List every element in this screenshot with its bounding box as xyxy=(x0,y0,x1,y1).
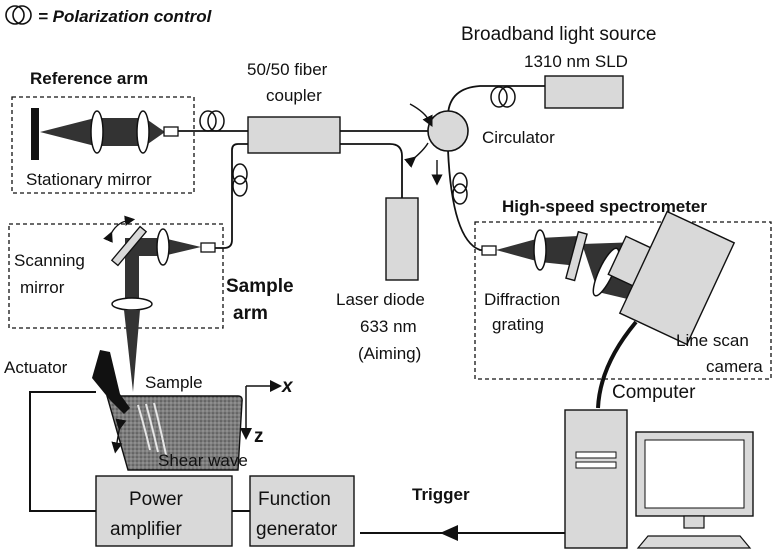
pc-spectrometer-icon xyxy=(452,172,468,205)
function-gen-label-line2: generator xyxy=(256,519,338,540)
grating-label-line2: grating xyxy=(492,315,544,334)
function-gen-label-line1: Function xyxy=(258,489,331,510)
spectrometer-beam-2 xyxy=(540,236,578,266)
trigger-label: Trigger xyxy=(412,485,470,504)
fiber-spectrometer xyxy=(447,149,483,251)
circulator-arrow-out xyxy=(404,142,429,168)
x-axis-label: x xyxy=(281,376,294,397)
sample-beam-1 xyxy=(163,238,201,256)
spectrometer-beam-1 xyxy=(496,238,540,262)
sample-collimator xyxy=(200,242,216,253)
spectrometer-collimator xyxy=(481,245,497,256)
computer-tower xyxy=(564,409,628,549)
sample-arm-box xyxy=(8,223,224,329)
reference-collimator xyxy=(163,126,179,137)
amplifier-label-line1: Power xyxy=(129,489,184,510)
actuator xyxy=(92,350,130,414)
laser-label-line1: Laser diode xyxy=(336,290,425,309)
pc-reference-icon xyxy=(199,110,225,132)
spectrometer-box xyxy=(474,221,772,380)
amp-actuator-wire xyxy=(29,391,96,512)
stationary-mirror xyxy=(31,108,39,160)
function-generator-box xyxy=(249,475,355,547)
sample-focus-beam xyxy=(124,310,140,392)
polarization-controllers xyxy=(199,86,516,205)
fiber-coupler: 50/50 fiber coupler xyxy=(247,60,341,154)
coupler-box xyxy=(247,116,341,154)
scan-rotation-icon xyxy=(103,215,136,243)
circulator-circle xyxy=(427,110,469,152)
circulator: Circulator xyxy=(404,103,555,186)
actuator-label: Actuator xyxy=(4,358,68,377)
scanning-mirror xyxy=(110,225,148,267)
shear-wave-lines xyxy=(137,402,167,456)
sample-label: Sample xyxy=(145,373,203,392)
laser-label-line3: (Aiming) xyxy=(358,344,421,363)
spectrometer-title: High-speed spectrometer xyxy=(502,197,707,216)
circulator-arrow-in xyxy=(409,103,433,128)
polarization-control-icon xyxy=(5,5,32,25)
coupler-label-line2: coupler xyxy=(266,86,322,105)
monitor-screen xyxy=(644,439,745,509)
sample-lens-1 xyxy=(156,228,170,266)
sample-arm: Scanning mirror Sample arm xyxy=(8,215,294,392)
z-axis-label: z xyxy=(254,426,264,447)
laser-label-line2: 633 nm xyxy=(360,317,417,336)
computer: Computer xyxy=(564,382,754,549)
fiber-sample xyxy=(214,143,248,249)
amplifier-label-line2: amplifier xyxy=(110,519,182,540)
trigger-arrowhead xyxy=(440,525,458,541)
shear-wave-label: Shear wave xyxy=(158,451,248,470)
fiber-laser xyxy=(340,143,403,198)
circulator-label: Circulator xyxy=(482,128,555,147)
spectrometer: High-speed spectrometer Diffraction grat… xyxy=(474,197,772,380)
scanning-mirror-label-line1: Scanning xyxy=(14,251,85,270)
reference-lens-2 xyxy=(136,110,150,154)
fiber-lines xyxy=(178,85,545,251)
tower-drive-2 xyxy=(575,461,617,469)
camera-label-line1: Line scan xyxy=(676,331,749,350)
vibration-arrow xyxy=(111,418,127,454)
coupler-label-line1: 50/50 fiber xyxy=(247,60,328,79)
source-subtitle: 1310 nm SLD xyxy=(524,52,628,71)
scanning-mirror-label-line2: mirror xyxy=(20,278,65,297)
pc-sample-icon xyxy=(232,163,248,197)
sample-arm-title-line2: arm xyxy=(233,303,268,324)
reference-beam-right xyxy=(145,118,165,146)
camera-cable xyxy=(596,320,638,409)
sld-box xyxy=(544,75,624,109)
reference-beam-left xyxy=(40,118,95,146)
reference-arm: Reference arm Stationary mirror xyxy=(11,69,195,194)
broadband-source: Broadband light source 1310 nm SLD xyxy=(461,24,656,109)
stationary-mirror-label: Stationary mirror xyxy=(26,170,152,189)
laser-box xyxy=(385,197,419,281)
monitor-stand xyxy=(683,515,705,529)
sample-stage: Actuator Sample Shear wave x z xyxy=(4,350,294,471)
pc-source-icon xyxy=(490,86,516,108)
polarization-control-legend: = Polarization control xyxy=(5,5,213,26)
laser-diode: Laser diode 633 nm (Aiming) xyxy=(336,197,425,363)
power-amplifier-box xyxy=(95,475,233,547)
reference-lens-1 xyxy=(90,110,104,154)
grating-label-line1: Diffraction xyxy=(484,290,560,309)
camera-label-line2: camera xyxy=(706,357,763,376)
computer-label: Computer xyxy=(612,382,696,403)
reference-arm-title: Reference arm xyxy=(30,69,148,88)
sample-beam-2 xyxy=(132,238,163,256)
diffraction-grating xyxy=(565,230,588,282)
legend-label: = Polarization control xyxy=(38,7,213,26)
signal-chain: Power amplifier Function generator Trigg… xyxy=(29,391,565,547)
tower-drive-1 xyxy=(575,451,617,459)
source-title: Broadband light source xyxy=(461,24,656,45)
line-scan-camera xyxy=(618,210,736,346)
sample-lens-2 xyxy=(111,297,153,311)
reference-arm-box xyxy=(11,96,195,194)
sample-arm-title-line1: Sample xyxy=(226,276,294,297)
spectrometer-lens-1 xyxy=(533,229,547,271)
fiber-source xyxy=(447,85,545,115)
keyboard xyxy=(636,535,752,549)
